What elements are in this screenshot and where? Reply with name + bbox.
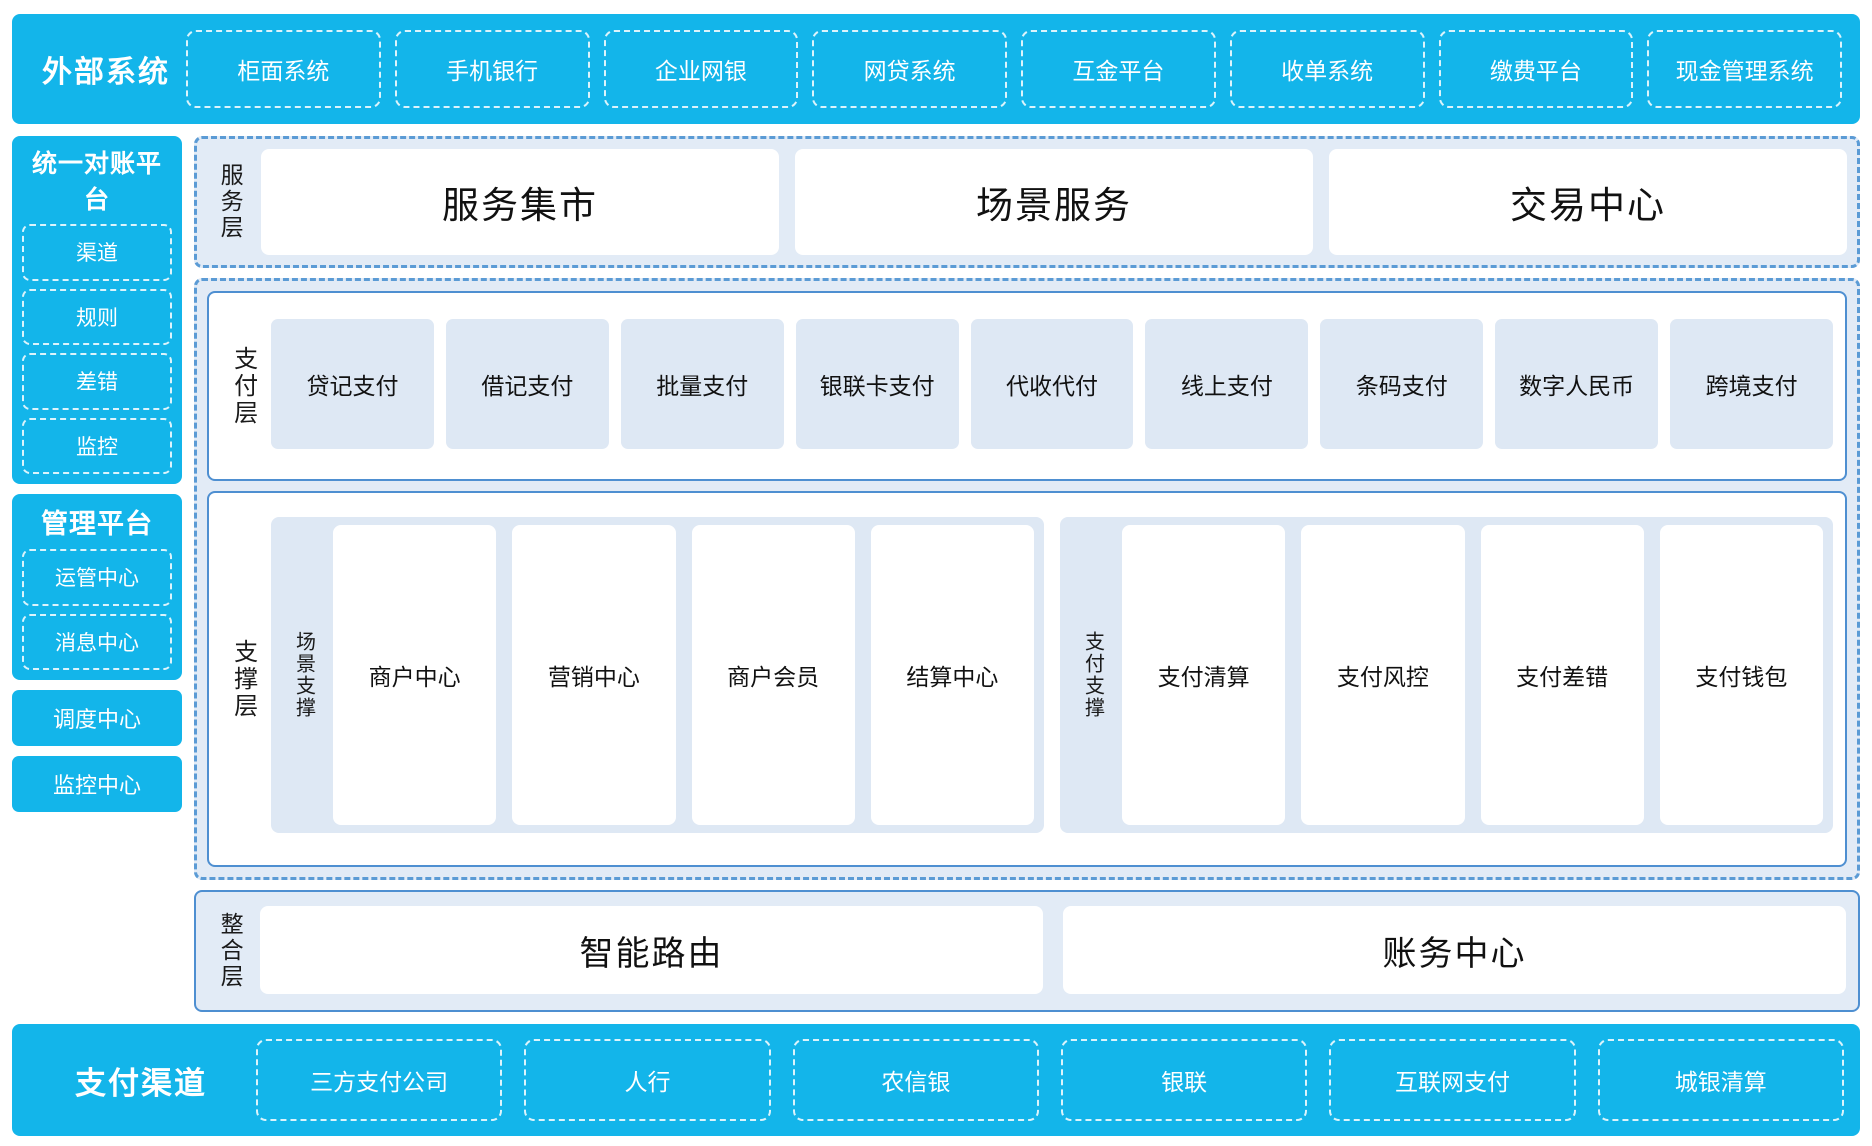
external-system-chip-list: 柜面系统 手机银行 企业网银 网贷系统 互金平台 收单系统 缴费平台 现金管理系… xyxy=(186,30,1842,108)
scene-support-group: 场景支撑 商户中心 营销中心 商户会员 结算中心 xyxy=(271,517,1044,833)
management-item-list: 运管中心 消息中心 xyxy=(22,549,172,670)
external-system-chip-corporate-bank[interactable]: 企业网银 xyxy=(603,30,799,108)
payment-channel-title: 支付渠道 xyxy=(75,1065,207,1101)
payment-layer-tile-list: 贷记支付 借记支付 批量支付 银联卡支付 代收代付 线上支付 条码支付 数字人民… xyxy=(271,303,1834,469)
integration-layer-panel: 整合层 智能路由 账务中心 xyxy=(194,890,1860,1012)
core-layers-group: 支付层 贷记支付 借记支付 批量支付 银联卡支付 代收代付 线上支付 条码支付 … xyxy=(194,278,1860,880)
left-rail: 统一对账平台 渠道 规则 差错 监控 管理平台 运管中心 消息中心 调度中心 监… xyxy=(12,136,182,1012)
management-item-message-center[interactable]: 消息中心 xyxy=(22,613,172,670)
payment-tile-batch-payment[interactable]: 批量支付 xyxy=(620,319,784,449)
scene-support-tile-list: 商户中心 营销中心 商户会员 结算中心 xyxy=(333,525,1034,825)
integration-layer-card-list: 智能路由 账务中心 xyxy=(260,900,1846,1002)
external-system-chip-bill-payment[interactable]: 缴费平台 xyxy=(1438,30,1634,108)
integration-card-accounting-center[interactable]: 账务中心 xyxy=(1063,906,1846,994)
external-system-chip-mobile-bank[interactable]: 手机银行 xyxy=(394,30,590,108)
support-tile-payment-risk-control[interactable]: 支付风控 xyxy=(1301,525,1465,825)
service-card-scenario-service[interactable]: 场景服务 xyxy=(795,149,1313,255)
service-layer-label: 服务层 xyxy=(217,163,244,241)
support-tile-settlement-center[interactable]: 结算中心 xyxy=(870,525,1034,825)
reconciliation-platform-panel: 统一对账平台 渠道 规则 差错 监控 xyxy=(12,136,182,484)
external-system-title: 外部系统 xyxy=(42,56,170,89)
support-tile-payment-error[interactable]: 支付差错 xyxy=(1480,525,1644,825)
support-tile-payment-clearing[interactable]: 支付清算 xyxy=(1122,525,1286,825)
management-platform-panel: 管理平台 运管中心 消息中心 xyxy=(12,494,182,680)
external-system-chip-cash-management[interactable]: 现金管理系统 xyxy=(1647,30,1842,108)
payment-channel-band: 支付渠道 三方支付公司 人行 农信银 银联 互联网支付 城银清算 xyxy=(12,1024,1860,1136)
reconciliation-item-error[interactable]: 差错 xyxy=(22,353,172,410)
payment-support-tile-list: 支付清算 支付风控 支付差错 支付钱包 xyxy=(1122,525,1823,825)
support-layer-group-list: 场景支撑 商户中心 营销中心 商户会员 结算中心 支付支撑 支付清算 xyxy=(271,503,1833,855)
reconciliation-platform-title: 统一对账平台 xyxy=(31,150,162,214)
payment-tile-cross-border[interactable]: 跨境支付 xyxy=(1670,319,1834,449)
support-layer-label: 支撑层 xyxy=(229,638,257,720)
payment-channel-chip-internet-payment[interactable]: 互联网支付 xyxy=(1329,1039,1576,1121)
payment-layer-label: 支付层 xyxy=(229,345,257,427)
external-system-band: 外部系统 柜面系统 手机银行 企业网银 网贷系统 互金平台 收单系统 缴费平台 … xyxy=(12,14,1860,124)
payment-tile-collection-payment[interactable]: 代收代付 xyxy=(970,319,1134,449)
service-card-transaction-center[interactable]: 交易中心 xyxy=(1329,149,1847,255)
service-layer-card-list: 服务集市 场景服务 交易中心 xyxy=(261,149,1847,255)
rail-item-monitoring-center[interactable]: 监控中心 xyxy=(12,756,182,812)
payment-channel-chip-third-party[interactable]: 三方支付公司 xyxy=(256,1039,503,1121)
payment-channel-chip-rcc-bank[interactable]: 农信银 xyxy=(792,1039,1039,1121)
support-tile-marketing-center[interactable]: 营销中心 xyxy=(512,525,676,825)
reconciliation-item-channel[interactable]: 渠道 xyxy=(22,224,172,281)
external-system-chip-counter[interactable]: 柜面系统 xyxy=(186,30,381,108)
scene-support-label: 场景支撑 xyxy=(292,631,315,719)
reconciliation-item-list: 渠道 规则 差错 监控 xyxy=(22,224,172,474)
payment-channel-chip-city-bank-clearing[interactable]: 城银清算 xyxy=(1597,1039,1844,1121)
payment-tile-unionpay-card[interactable]: 银联卡支付 xyxy=(795,319,959,449)
payment-channel-chip-pboc[interactable]: 人行 xyxy=(524,1039,771,1121)
reconciliation-item-rule[interactable]: 规则 xyxy=(22,288,172,345)
payment-channel-chip-list: 三方支付公司 人行 农信银 银联 互联网支付 城银清算 xyxy=(256,1039,1844,1121)
external-system-chip-internet-finance[interactable]: 互金平台 xyxy=(1021,30,1216,108)
middle-region: 统一对账平台 渠道 规则 差错 监控 管理平台 运管中心 消息中心 调度中心 监… xyxy=(12,136,1860,1012)
service-card-service-market[interactable]: 服务集市 xyxy=(261,149,779,255)
management-platform-title: 管理平台 xyxy=(41,509,153,539)
payment-support-label: 支付支撑 xyxy=(1081,631,1104,719)
external-system-chip-acquiring[interactable]: 收单系统 xyxy=(1229,30,1425,108)
external-system-chip-online-loan[interactable]: 网贷系统 xyxy=(812,30,1007,108)
payment-tile-online-payment[interactable]: 线上支付 xyxy=(1145,319,1309,449)
payment-tile-digital-rmb[interactable]: 数字人民币 xyxy=(1495,319,1659,449)
support-tile-payment-wallet[interactable]: 支付钱包 xyxy=(1659,525,1823,825)
payment-tile-credit-payment[interactable]: 贷记支付 xyxy=(271,319,434,449)
service-layer-group: 服务层 服务集市 场景服务 交易中心 xyxy=(194,136,1860,268)
rail-item-scheduling-center[interactable]: 调度中心 xyxy=(12,690,182,746)
payment-channel-chip-unionpay[interactable]: 银联 xyxy=(1060,1039,1308,1121)
payment-tile-debit-payment[interactable]: 借记支付 xyxy=(445,319,609,449)
support-layer-panel: 支撑层 场景支撑 商户中心 营销中心 商户会员 结算中心 xyxy=(207,491,1847,867)
payment-layer-panel: 支付层 贷记支付 借记支付 批量支付 银联卡支付 代收代付 线上支付 条码支付 … xyxy=(207,291,1847,481)
payment-support-group: 支付支撑 支付清算 支付风控 支付差错 支付钱包 xyxy=(1060,517,1833,833)
integration-card-smart-routing[interactable]: 智能路由 xyxy=(260,906,1043,994)
support-tile-merchant-center[interactable]: 商户中心 xyxy=(333,525,497,825)
layer-stack: 服务层 服务集市 场景服务 交易中心 支付层 贷记支付 借记支付 批量支付 银联… xyxy=(194,136,1860,1012)
payment-tile-barcode-payment[interactable]: 条码支付 xyxy=(1320,319,1484,449)
integration-layer-label: 整合层 xyxy=(217,912,244,990)
support-tile-merchant-member[interactable]: 商户会员 xyxy=(691,525,855,825)
reconciliation-item-monitor[interactable]: 监控 xyxy=(22,417,172,474)
management-item-operations-center[interactable]: 运管中心 xyxy=(22,549,172,606)
